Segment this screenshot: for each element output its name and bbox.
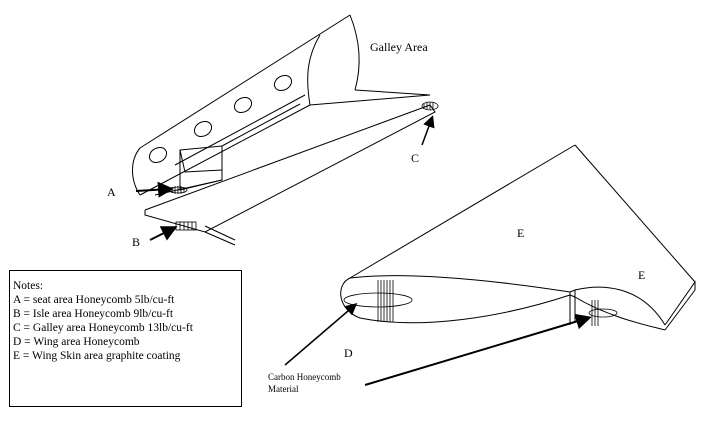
label-e-right: E (638, 268, 645, 282)
label-carbon-line1: Carbon Honeycomb (268, 372, 341, 382)
honeycomb-patch-d (343, 280, 413, 322)
label-c: C (411, 151, 419, 165)
window-1 (148, 146, 168, 164)
honeycomb-patch-tip (588, 300, 618, 326)
note-item-b: B = Isle area Honeycomb 9lb/cu-ft (13, 308, 174, 320)
floor-lower-edge (204, 231, 236, 246)
label-a: A (107, 185, 116, 199)
wing-section (340, 144, 696, 331)
seat-pocket-inner (179, 149, 223, 173)
honeycomb-patch-a (168, 186, 188, 194)
note-item-c: C = Galley area Honeycomb 13lb/cu-ft (13, 322, 193, 334)
tip-lower (569, 294, 666, 331)
label-carbon-line2: Material (268, 384, 299, 394)
arrow-b (149, 226, 178, 241)
floor-slab-thickness (144, 104, 436, 233)
wing-leading-top (349, 144, 576, 279)
root-airfoil-upper (349, 275, 571, 293)
honeycomb-patch-b (175, 221, 197, 231)
front-wall-curve (132, 147, 141, 196)
floor-lower-edge2 (204, 225, 236, 241)
arrow-c (421, 115, 435, 146)
fuselage-top-edge (139, 14, 351, 149)
galley-back-edge (354, 89, 431, 96)
raised-floor-edge (174, 94, 306, 166)
arrow-a (135, 181, 174, 198)
note-item-e: E = Wing Skin area graphite coating (13, 350, 181, 362)
inner-wall-curve (307, 34, 321, 106)
wall-lower-edge (139, 104, 311, 196)
wing-trailing-top (574, 144, 696, 283)
seat-pocket-top (221, 103, 301, 147)
notes-box: Notes: A = seat area Honeycomb 5lb/cu-ft… (9, 270, 242, 407)
window-3 (233, 96, 253, 114)
tip-trailing (664, 280, 696, 331)
seat-pocket-front (179, 145, 223, 191)
label-galley-area: Galley Area (370, 40, 428, 54)
galley-bulkhead (349, 14, 360, 91)
note-item-d: D = Wing area Honeycomb (13, 336, 140, 348)
label-b: B (132, 235, 140, 249)
root-airfoil-lower (340, 277, 571, 324)
arrow-carbon-tip (364, 313, 592, 386)
window-row (148, 74, 293, 164)
window-2 (193, 120, 213, 138)
tip-top (569, 286, 666, 326)
note-item-a: A = seat area Honeycomb 5lb/cu-ft (13, 294, 175, 306)
honeycomb-patch-c (421, 101, 439, 111)
label-d: D (344, 346, 353, 360)
label-e-top: E (517, 226, 524, 240)
galley-floor-edge (309, 94, 431, 106)
window-4 (273, 74, 293, 92)
floor-slab-top (144, 104, 431, 211)
arrow-carbon-root (284, 303, 358, 366)
notes-title: Notes: (13, 280, 44, 292)
